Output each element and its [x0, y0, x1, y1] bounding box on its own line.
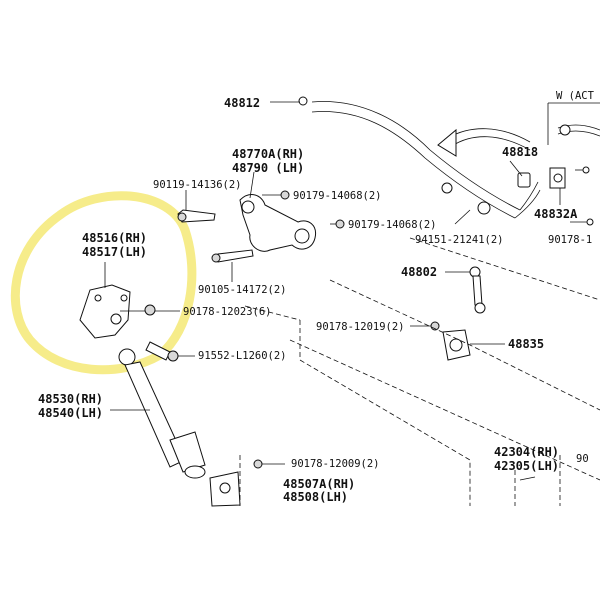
bolt-90119: [177, 190, 216, 223]
label-48770a-rh: 48770A(RH): [232, 147, 304, 161]
bolt-90105: [211, 249, 254, 282]
highlight-circle: [10, 191, 197, 375]
w-act-box: [547, 102, 600, 145]
stabilizer-link: [445, 266, 486, 314]
label-48812: 48812: [224, 96, 260, 110]
label-90178-12023: 90178-12023(6): [183, 306, 272, 318]
label-90178-12009: 90178-12009(2): [291, 458, 380, 470]
label-48835: 48835: [508, 337, 544, 351]
label-91552: 91552-L1260(2): [198, 350, 287, 362]
label-48832a: 48832A: [534, 207, 578, 221]
label-48508-lh: 48508(LH): [283, 490, 348, 504]
label-90179-a: 90179-14068(2): [293, 190, 382, 202]
label-48790-lh: 48790 (LH): [232, 161, 304, 175]
label-w-act: W (ACT: [556, 90, 595, 102]
bushing-48835: [442, 329, 505, 361]
leader-lines: [120, 101, 536, 481]
label-48540-lh: 48540(LH): [38, 406, 103, 420]
label-48517-lh: 48517(LH): [82, 245, 147, 259]
label-90119: 90119-14136(2): [153, 179, 242, 191]
stabilizer-bar: [298, 96, 541, 219]
label-48818: 48818: [502, 145, 538, 159]
bracket-48516: [79, 262, 131, 339]
part-48832a: [549, 166, 594, 226]
nut-90179-b: [335, 219, 345, 229]
label-90179-b: 90179-14068(2): [348, 219, 437, 231]
label-42305-lh: 42305(LH): [494, 459, 559, 473]
bolt-91552: [145, 341, 179, 362]
dashed-frame-lines: [239, 237, 600, 506]
nut-90178-12023: [144, 304, 156, 316]
label-90-edge: 90: [576, 453, 589, 465]
label-94151: 94151-21241(2): [415, 234, 504, 246]
label-90178-edge: 90178-1: [548, 234, 592, 246]
label-48530-rh: 48530(RH): [38, 392, 103, 406]
shock-absorber: [110, 348, 206, 479]
bottom-bar: [0, 506, 600, 600]
label-90105: 90105-14172(2): [198, 284, 287, 296]
label-42304-rh: 42304(RH): [494, 445, 559, 459]
label-48516-rh: 48516(RH): [82, 231, 147, 245]
part-48818: [509, 160, 531, 188]
upper-arm: [239, 171, 317, 252]
label-90178-12019: 90178-12019(2): [316, 321, 405, 333]
nut-90179-a: [280, 190, 290, 200]
label-48507a-rh: 48507A(RH): [283, 477, 355, 491]
direction-arrow: [437, 128, 531, 157]
label-48802: 48802: [401, 265, 437, 279]
bracket-48507a: [209, 459, 285, 507]
